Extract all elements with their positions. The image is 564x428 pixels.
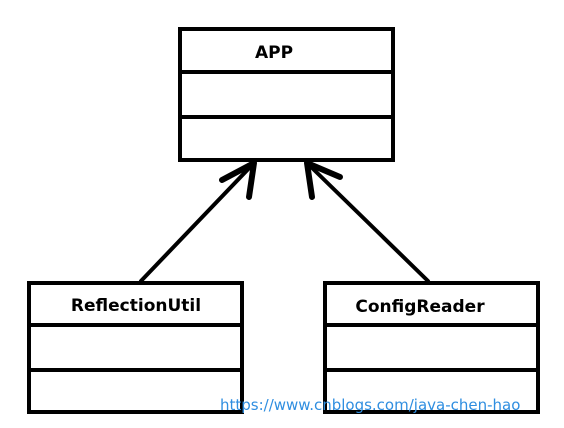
arrow-line-reflection-util <box>139 161 256 283</box>
class-box-reflection-util-frame <box>27 281 244 414</box>
class-box-app-frame <box>178 27 395 162</box>
arrow-head-config-reader <box>304 160 343 200</box>
class-box-app: APP <box>178 27 395 162</box>
arrow-head-reflection-util <box>219 160 257 200</box>
class-name-reflection-util: ReflectionUtil <box>71 296 201 316</box>
class-name-app: APP <box>255 43 293 63</box>
class-name-config-reader: ConfigReader <box>355 297 485 317</box>
arrow-line-config-reader <box>305 161 430 283</box>
class-box-config-reader-frame <box>323 281 540 414</box>
arrow-config-reader-to-app <box>304 160 430 283</box>
class-box-config-reader: ConfigReader <box>323 281 540 414</box>
watermark-url: https://www.cnblogs.com/java-chen-hao <box>220 396 520 414</box>
arrow-reflection-util-to-app <box>139 160 257 283</box>
class-box-reflection-util: ReflectionUtil <box>27 281 244 414</box>
